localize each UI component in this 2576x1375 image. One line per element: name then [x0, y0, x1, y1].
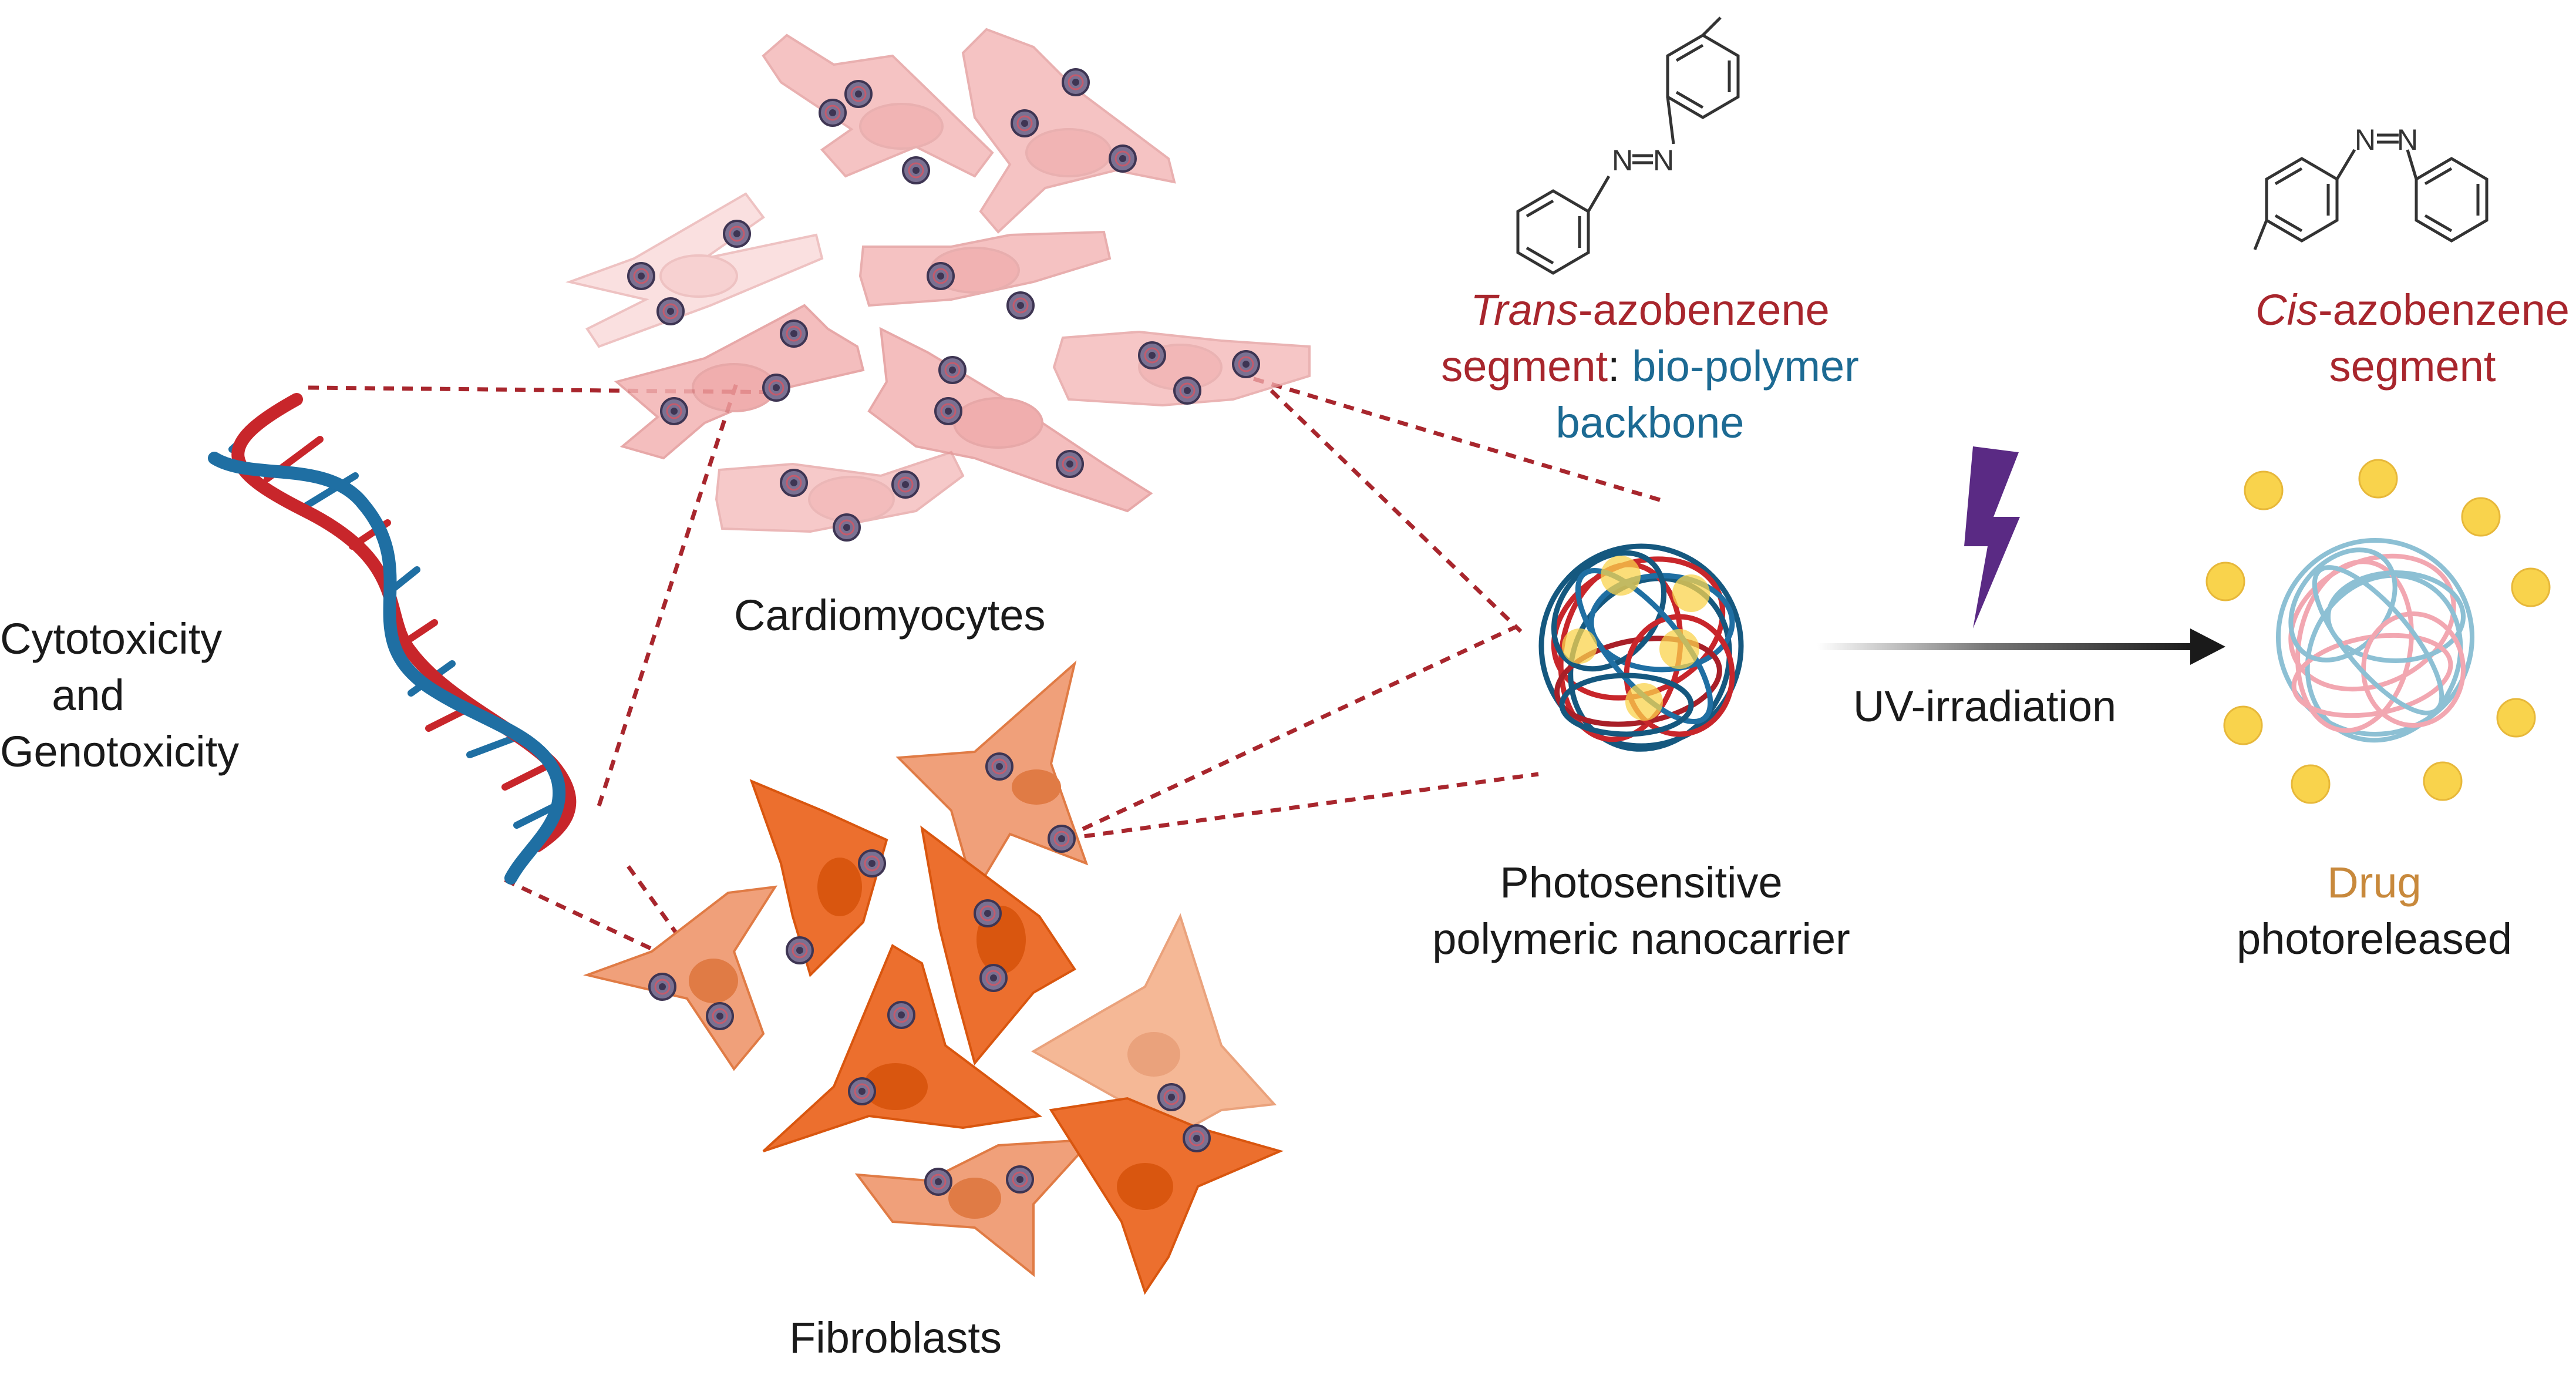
- cis-n-atom: N: [2355, 123, 2376, 156]
- drug-molecule: [2461, 497, 2501, 537]
- drug-molecule: [2291, 764, 2331, 804]
- fibroblast-cell: [920, 825, 1076, 1066]
- released-nanocarrier: [2276, 538, 2474, 743]
- trans-azobenzene-structure: [1516, 16, 1740, 275]
- cardiomyocyte-cell: [961, 28, 1176, 234]
- cytotoxicity-label: Cytotoxicity and Genotoxicity: [0, 614, 240, 776]
- fibroblast-cell: [854, 1138, 1095, 1277]
- drug-molecule: [2423, 761, 2463, 801]
- drug-molecule: [2223, 705, 2263, 745]
- fibroblast-cell: [749, 779, 888, 977]
- dna-helix: [208, 393, 577, 885]
- drug-molecule: [2358, 459, 2398, 499]
- drug-molecule: [2496, 698, 2536, 738]
- drug-label: Drug photoreleased: [2236, 858, 2513, 963]
- cis-azobenzene-label: Cis-azobenzene segment: [2255, 285, 2570, 391]
- nanocarrier-sphere: [1538, 543, 1744, 752]
- drug-molecules: [2205, 459, 2551, 804]
- cardiomyocyte-cell: [858, 230, 1112, 307]
- lightning-bolt-icon: [1964, 446, 2020, 628]
- cis-azobenzene-structure: [2253, 133, 2489, 250]
- cardiomyocytes-label: Cardiomyocytes: [734, 591, 1046, 640]
- cardiomyocyte-cell: [614, 304, 865, 460]
- trans-n-atom: N: [1612, 144, 1633, 177]
- cis-n-atom: N: [2397, 123, 2418, 156]
- drug-molecule: [2205, 562, 2245, 601]
- fibroblasts-label: Fibroblasts: [789, 1313, 1002, 1362]
- uv-arrow: [1817, 628, 2225, 665]
- nanocarrier-label: Photosensitive polymeric nanocarrier: [1432, 858, 1850, 963]
- drug-molecule: [2511, 567, 2551, 607]
- fibroblasts-cluster: [583, 660, 1284, 1295]
- fibroblast-cell: [583, 885, 777, 1071]
- drug-molecule: [2244, 470, 2284, 510]
- uv-irradiation-label: UV-irradiation: [1853, 682, 2117, 731]
- trans-azobenzene-label: Trans-azobenzene segment: bio-polymer ba…: [1441, 285, 1859, 447]
- trans-n-atom: N: [1653, 144, 1674, 177]
- fibroblast-cell: [1031, 913, 1277, 1141]
- fibroblast-cell: [1049, 1097, 1284, 1295]
- cardiomyocyte-cell: [565, 192, 824, 348]
- cardiomyocyte-cell: [762, 33, 994, 178]
- fibroblast-cell: [762, 944, 1043, 1152]
